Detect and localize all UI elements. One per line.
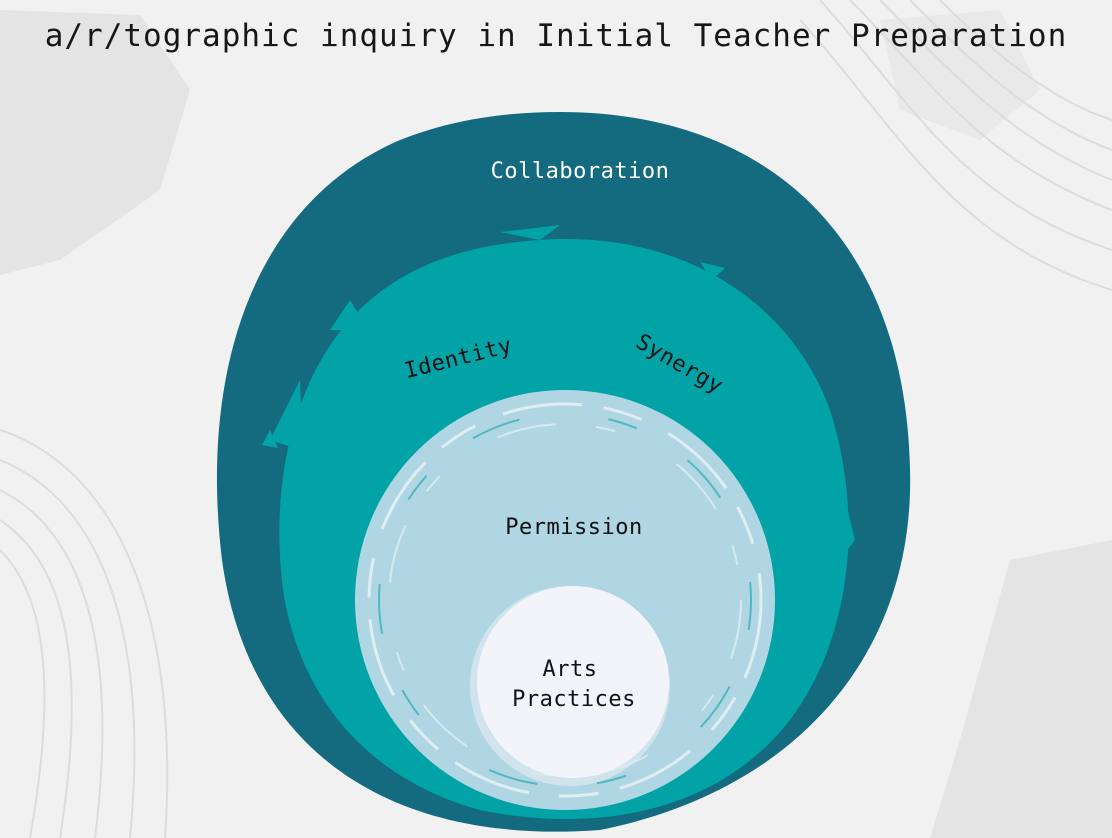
label-practices: Practices bbox=[512, 687, 636, 712]
brush-strokes bbox=[0, 10, 1112, 838]
core-circle-arts-practices bbox=[470, 586, 670, 786]
page-title: a/r/tographic inquiry in Initial Teacher… bbox=[44, 18, 1068, 54]
label-arts: Arts bbox=[543, 657, 598, 682]
label-collaboration: Collaboration bbox=[491, 159, 670, 184]
label-permission: Permission bbox=[505, 515, 642, 540]
